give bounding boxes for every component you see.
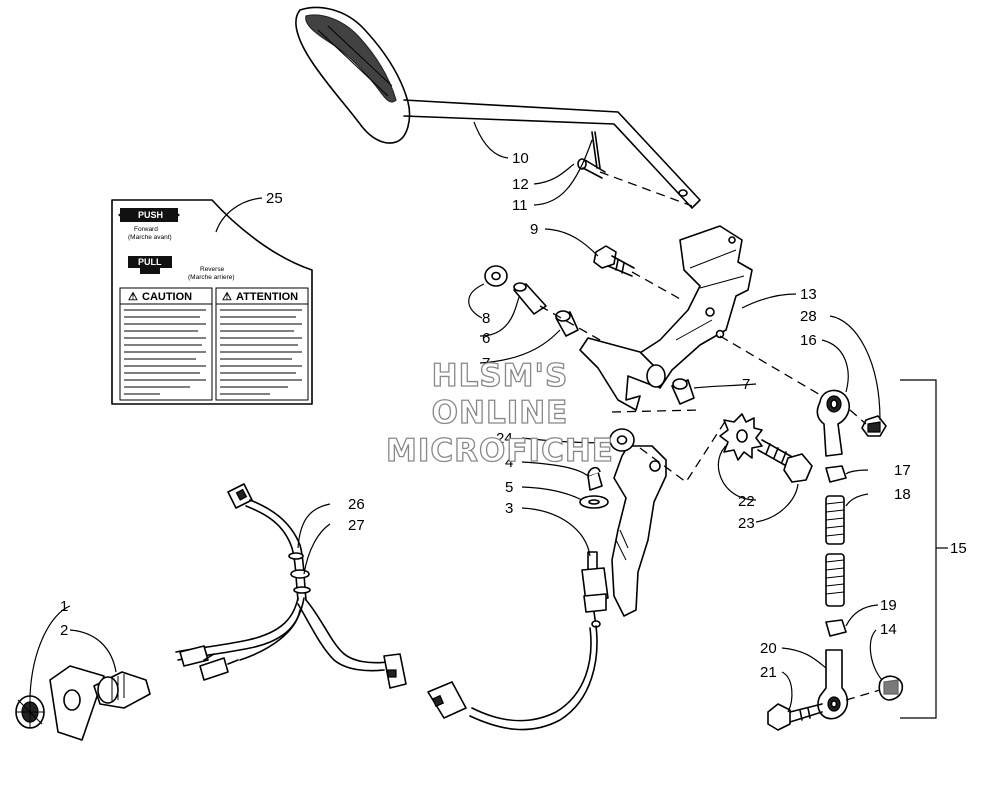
attention-heading: ATTENTION (236, 291, 298, 303)
callout-22: 22 (738, 493, 755, 510)
svg-text:⚠: ⚠ (222, 291, 232, 303)
tie-rod-assembly (719, 335, 948, 731)
roll-pin (591, 131, 601, 169)
callout-12: 12 (512, 176, 529, 193)
bushing-6 (513, 282, 547, 315)
callout-6: 6 (482, 330, 490, 347)
callout-2: 2 (60, 622, 68, 639)
callout-8: 8 (482, 310, 490, 327)
shift-lever (295, 6, 701, 209)
callout-28: 28 (800, 308, 817, 325)
lever-bolt (577, 158, 606, 179)
switch-nut (15, 695, 45, 729)
watermark-line-2: ONLINE (432, 395, 569, 431)
bushing-7-upper (555, 310, 579, 337)
callout-4: 4 (505, 454, 513, 471)
caution-decal: PUSH Forward (Marche avant) PULL Reverse… (111, 199, 313, 405)
switch-bracket (611, 445, 667, 617)
callout-16: 16 (800, 332, 817, 349)
key-switch (49, 665, 151, 741)
callout-26: 26 (348, 496, 365, 513)
leader-lines (29, 121, 883, 713)
callout-25: 25 (266, 190, 283, 207)
washer-5 (579, 495, 609, 509)
callout-27: 27 (348, 517, 365, 534)
callout-23: 23 (738, 515, 755, 532)
hex-bolt-23 (757, 439, 813, 483)
callout-1: 1 (60, 598, 68, 615)
callout-13: 13 (800, 286, 817, 303)
callout-24: 24 (496, 430, 513, 447)
callout-5: 5 (505, 479, 513, 496)
forward-fr-text: (Marche avant) (128, 234, 172, 241)
washer-8 (484, 265, 508, 287)
svg-text:⚠: ⚠ (128, 291, 138, 303)
callout-7a: 7 (482, 355, 490, 372)
callout-10: 10 (512, 150, 529, 167)
reverse-fr-text: (Marche arriere) (188, 274, 235, 281)
callout-7b: 7 (742, 376, 750, 393)
forward-text: Forward (134, 226, 158, 233)
bushing-7-lower (671, 378, 695, 405)
pull-text: PULL (138, 257, 162, 267)
callout-17: 17 (894, 462, 911, 479)
decal-fine-print (124, 309, 302, 395)
washer-24 (609, 428, 635, 452)
callout-9: 9 (530, 221, 538, 238)
cap-nut-4 (587, 466, 603, 491)
push-text: PUSH (138, 210, 163, 220)
callout-18: 18 (894, 486, 911, 503)
callout-20: 20 (760, 640, 777, 657)
callout-21: 21 (760, 664, 777, 681)
bracket-bolt (593, 245, 635, 277)
callout-numbers: 10 12 11 9 25 13 28 16 8 6 7 7 24 4 5 3 … (60, 150, 967, 681)
callout-3: 3 (505, 500, 513, 517)
wire-harness (175, 483, 598, 731)
reverse-switch (581, 551, 609, 628)
watermark: HLSM'S ONLINE MICROFICHE (385, 357, 614, 469)
callout-15: 15 (950, 540, 967, 557)
star-washer (719, 413, 763, 461)
callout-14: 14 (880, 621, 897, 638)
shifter-bracket (579, 225, 753, 411)
callout-11: 11 (512, 197, 528, 214)
callout-19: 19 (880, 597, 897, 614)
watermark-line-1: HLSM'S (432, 358, 569, 394)
watermark-line-3: MICROFICHE (386, 433, 614, 469)
reverse-text: Reverse (200, 266, 225, 273)
caution-heading: CAUTION (142, 291, 192, 303)
